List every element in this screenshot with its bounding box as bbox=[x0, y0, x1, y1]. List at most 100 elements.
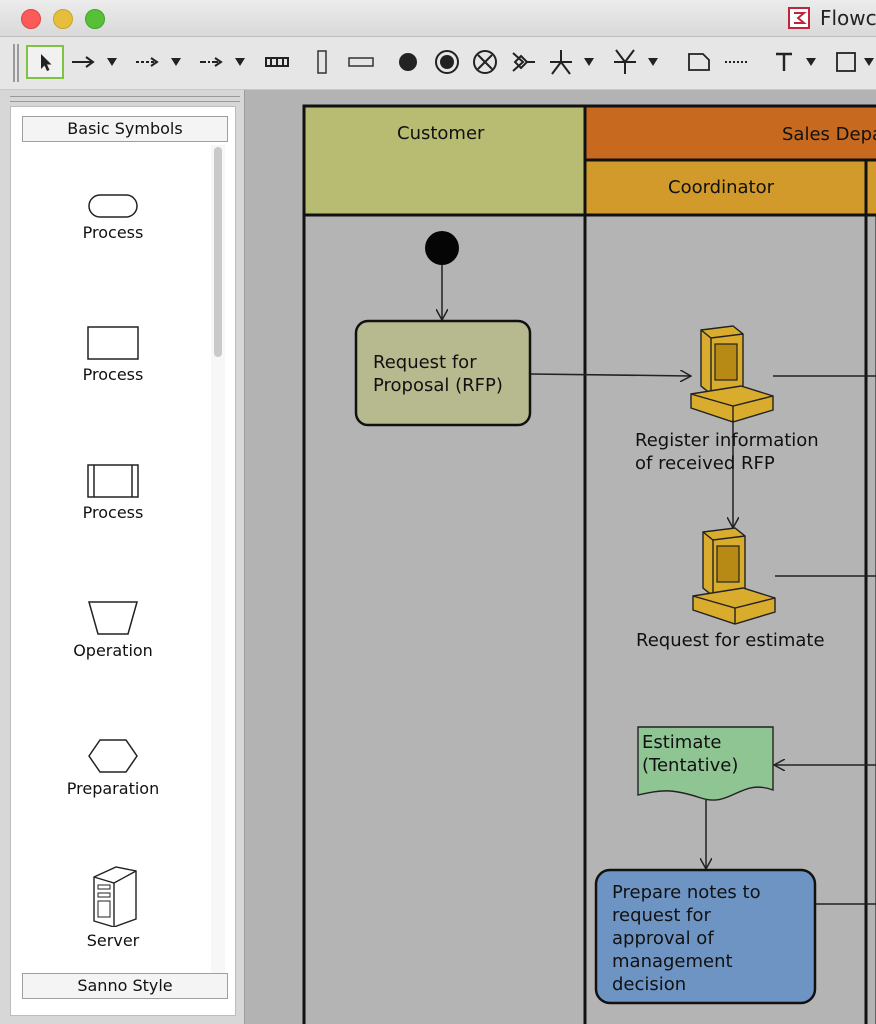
horizontal-lane-tool-button[interactable] bbox=[344, 45, 378, 79]
close-window-button[interactable] bbox=[21, 9, 41, 29]
rfp-node-label: Request for Proposal (RFP) bbox=[373, 351, 503, 397]
window-title: Flowc bbox=[820, 6, 876, 30]
palette-item-process-rounded[interactable]: Process bbox=[41, 173, 185, 242]
join-tool-button[interactable] bbox=[610, 45, 664, 79]
prepare-label-line: request for bbox=[612, 905, 711, 926]
horizontal-lane-icon bbox=[348, 57, 374, 67]
flow-final-tool-button[interactable] bbox=[470, 45, 500, 79]
minimize-window-button[interactable] bbox=[53, 9, 73, 29]
chevron-down-icon bbox=[864, 58, 874, 66]
palette-item-label: Operation bbox=[73, 641, 153, 660]
prepare-label-line: Prepare notes to bbox=[612, 882, 761, 903]
rfp-label-line: Proposal (RFP) bbox=[373, 375, 503, 396]
palette-scrollbar-thumb[interactable] bbox=[214, 147, 222, 357]
dash-dot-arrow-icon bbox=[200, 57, 245, 67]
register-node-label: Register information of received RFP bbox=[635, 429, 819, 475]
filled-circle-icon bbox=[399, 53, 417, 71]
arrow-cursor-icon bbox=[41, 54, 52, 71]
circle-x-icon bbox=[473, 50, 497, 74]
register-label-line: of received RFP bbox=[635, 453, 775, 474]
request-estimate-node-label: Request for estimate bbox=[636, 629, 825, 652]
chevron-down-icon bbox=[235, 58, 245, 66]
palette-item-preparation[interactable]: Preparation bbox=[41, 729, 185, 798]
branch-tool-button[interactable] bbox=[546, 45, 600, 79]
bullseye-icon bbox=[435, 50, 459, 74]
lane-header-department bbox=[583, 104, 876, 162]
lane-title-customer: Customer bbox=[397, 123, 485, 144]
rect-process-icon bbox=[87, 326, 139, 360]
lane-title-coordinator: Coordinator bbox=[668, 177, 775, 198]
prepare-label-line: approval of bbox=[612, 928, 714, 949]
vertical-lane-icon bbox=[317, 50, 327, 74]
rectangle-tool-button[interactable] bbox=[832, 45, 876, 79]
fork-bar-tool-button[interactable] bbox=[262, 45, 292, 79]
chevron-down-icon bbox=[171, 58, 181, 66]
select-tool-button[interactable] bbox=[26, 45, 64, 79]
estimate-document-node bbox=[637, 726, 774, 801]
toolbar-grip[interactable] bbox=[13, 44, 19, 82]
request-estimate-label-line: Request for estimate bbox=[636, 630, 825, 651]
predefined-process-icon bbox=[87, 464, 139, 498]
lane-header-coordinator bbox=[583, 158, 868, 217]
vertical-lane-tool-button[interactable] bbox=[310, 45, 334, 79]
merge-icon bbox=[512, 52, 535, 72]
toolbar bbox=[0, 37, 876, 90]
dashed-arrow-icon bbox=[136, 57, 181, 67]
rfp-label-line: Request for bbox=[373, 352, 477, 373]
palette-item-process-rect[interactable]: Process bbox=[41, 315, 185, 384]
zoom-window-button[interactable] bbox=[85, 9, 105, 29]
palette-item-server[interactable]: Server bbox=[41, 863, 185, 950]
final-node-tool-button[interactable] bbox=[432, 45, 462, 79]
estimate-label-line: Estimate bbox=[642, 732, 722, 753]
palette-header-sanno-style[interactable]: Sanno Style bbox=[22, 973, 228, 999]
chevron-down-icon bbox=[107, 58, 117, 66]
app-icon bbox=[788, 7, 810, 29]
register-label-line: Register information bbox=[635, 430, 819, 451]
merge-tool-button[interactable] bbox=[508, 45, 538, 79]
fork-bar-icon bbox=[265, 57, 289, 67]
dash-dot-arrow-tool-button[interactable] bbox=[198, 45, 250, 79]
palette-scrollbar[interactable] bbox=[211, 145, 225, 973]
palette-item-label: Process bbox=[82, 503, 144, 522]
text-tool-button[interactable] bbox=[770, 45, 822, 79]
palette-item-label: Server bbox=[86, 931, 140, 950]
note-icon bbox=[688, 53, 710, 71]
note-tool-button[interactable] bbox=[684, 45, 714, 79]
palette-item-label: Process bbox=[82, 365, 144, 384]
initial-node-tool-button[interactable] bbox=[394, 45, 422, 79]
dashed-arrow-tool-button[interactable] bbox=[134, 45, 186, 79]
trapezoid-operation-icon bbox=[88, 601, 138, 635]
palette-header-basic-symbols[interactable]: Basic Symbols bbox=[22, 116, 228, 142]
symbol-palette: Basic Symbols Process Process Process bbox=[10, 106, 236, 1016]
computer-icon bbox=[692, 527, 776, 625]
diagram-canvas[interactable]: Customer Sales Depa Coordinator Request … bbox=[244, 90, 876, 1024]
prepare-label-line: management bbox=[612, 951, 733, 972]
computer-icon bbox=[690, 325, 774, 423]
palette-item-operation[interactable]: Operation bbox=[41, 591, 185, 660]
swimlane-diagram bbox=[302, 104, 876, 1024]
chevron-down-icon bbox=[648, 58, 658, 66]
initial-node bbox=[425, 231, 459, 265]
prepare-notes-node-label: Prepare notes to request for approval of… bbox=[612, 881, 761, 996]
palette-split-handle[interactable] bbox=[10, 96, 240, 102]
text-icon bbox=[776, 52, 816, 71]
prepare-notes-node bbox=[594, 868, 817, 1005]
chevron-down-icon bbox=[584, 58, 594, 66]
rectangle-icon bbox=[836, 52, 874, 72]
palette-item-process-predefined[interactable]: Process bbox=[41, 453, 185, 522]
dotted-line-icon bbox=[725, 61, 749, 63]
lane-title-department: Sales Depa bbox=[782, 124, 876, 145]
arrow-line-tool-button[interactable] bbox=[70, 45, 122, 79]
branch-icon bbox=[550, 50, 594, 75]
title-bar: Flowc bbox=[0, 0, 876, 37]
dotted-line-tool-button[interactable] bbox=[722, 45, 752, 79]
estimate-label-line: (Tentative) bbox=[642, 755, 739, 776]
server-icon bbox=[93, 866, 137, 927]
estimate-node-label: Estimate (Tentative) bbox=[642, 731, 738, 777]
chevron-down-icon bbox=[806, 58, 816, 66]
palette-item-label: Preparation bbox=[66, 779, 160, 798]
hexagon-preparation-icon bbox=[88, 739, 138, 773]
arrow-line-icon bbox=[72, 56, 117, 68]
prepare-label-line: decision bbox=[612, 974, 687, 995]
rounded-process-icon bbox=[88, 194, 138, 218]
